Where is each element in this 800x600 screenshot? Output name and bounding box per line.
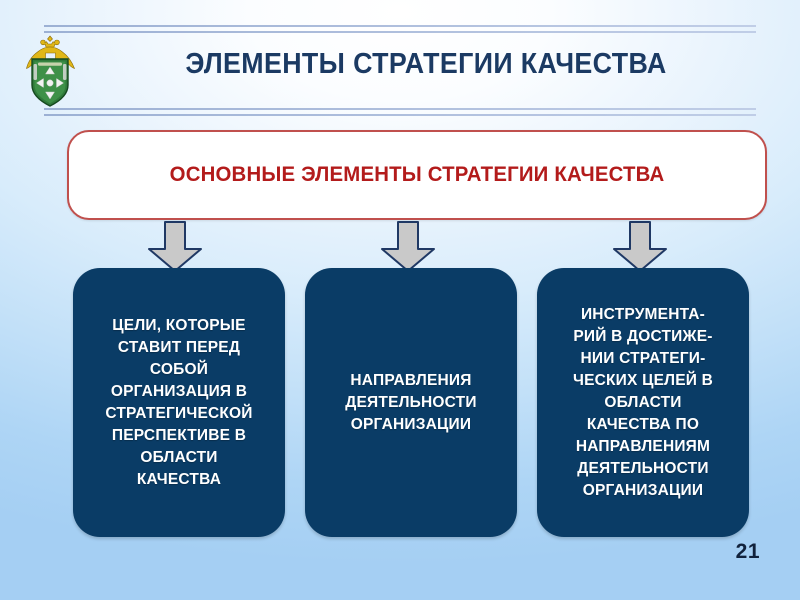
header-rule-top-2 <box>44 31 756 33</box>
element-box-tools: ИНСТРУМЕНТА- РИЙ В ДОСТИЖЕ- НИИ СТРАТЕГИ… <box>537 268 749 537</box>
header-rule-bottom-2 <box>44 114 756 116</box>
element-box-goals-label: ЦЕЛИ, КОТОРЫЕ СТАВИТ ПЕРЕД СОБОЙ ОРГАНИЗ… <box>105 316 253 488</box>
header-rule-top-1 <box>44 25 756 27</box>
customs-service-emblem-icon <box>19 31 81 107</box>
arrow-down-icon-2 <box>380 221 436 273</box>
arrow-down-icon-3 <box>612 221 668 273</box>
main-callout-label: ОСНОВНЫЕ ЭЛЕМЕНТЫ СТРАТЕГИИ КАЧЕСТВА <box>169 163 665 186</box>
element-box-directions-label: НАПРАВЛЕНИЯ ДЕЯТЕЛЬНОСТИ ОРГАНИЗАЦИИ <box>345 371 477 433</box>
main-callout-box: ОСНОВНЫЕ ЭЛЕМЕНТЫ СТРАТЕГИИ КАЧЕСТВА <box>67 130 767 220</box>
page-number: 21 <box>735 540 760 563</box>
element-box-goals: ЦЕЛИ, КОТОРЫЕ СТАВИТ ПЕРЕД СОБОЙ ОРГАНИЗ… <box>73 268 285 537</box>
page-title: ЭЛЕМЕНТЫ СТРАТЕГИИ КАЧЕСТВА <box>185 48 667 80</box>
element-box-directions: НАПРАВЛЕНИЯ ДЕЯТЕЛЬНОСТИ ОРГАНИЗАЦИИ <box>305 268 517 537</box>
header-rule-bottom-1 <box>44 108 756 110</box>
element-box-tools-label: ИНСТРУМЕНТА- РИЙ В ДОСТИЖЕ- НИИ СТРАТЕГИ… <box>573 305 713 499</box>
arrow-down-icon-1 <box>147 221 203 273</box>
